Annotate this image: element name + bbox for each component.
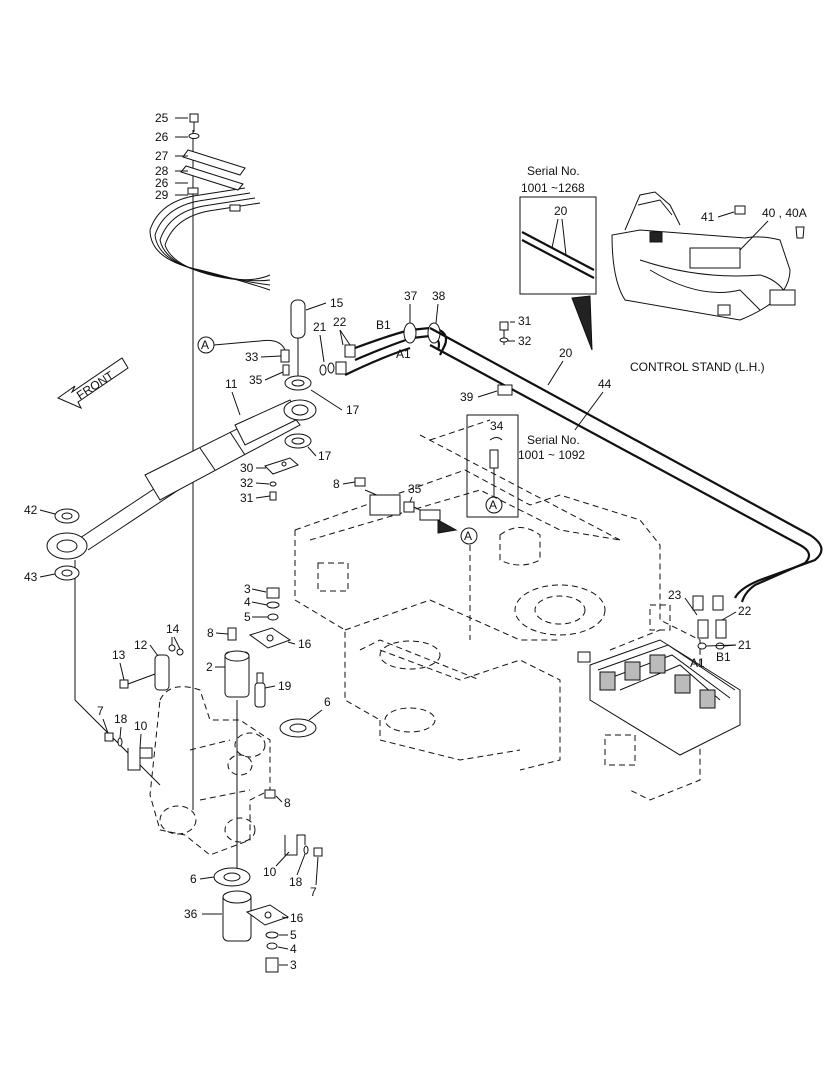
- upper-frame-dashed: [294, 419, 701, 801]
- label-13: 13: [112, 648, 126, 662]
- label-20-inset: 20: [554, 204, 568, 218]
- label-35-upper: 35: [249, 373, 263, 387]
- fittings-middle: A: [354, 477, 478, 545]
- label-6-lower: 6: [190, 872, 197, 886]
- label-32-top: 32: [518, 334, 532, 348]
- inset-serial-1092: A: [466, 414, 519, 518]
- serial-mid-line1: Serial No.: [527, 433, 580, 447]
- swing-bracket: [149, 686, 271, 856]
- label-40-40a: 40 , 40A: [762, 206, 807, 220]
- label-23: 23: [668, 588, 682, 602]
- label-4-upper: 4: [244, 595, 251, 609]
- pins-lower: [154, 650, 266, 942]
- label-36: 36: [184, 907, 198, 921]
- shims-6: [213, 718, 317, 887]
- washers-42-43: [54, 508, 80, 581]
- label-39: 39: [460, 390, 474, 404]
- label-21-lower: 21: [738, 638, 752, 652]
- label-5-lower: 5: [290, 928, 297, 942]
- label-3-upper: 3: [244, 582, 251, 596]
- label-3-lower: 3: [290, 958, 297, 972]
- label-17-upper: 17: [346, 403, 360, 417]
- label-38: 38: [432, 289, 446, 303]
- port-a1-upper: A1: [396, 347, 411, 361]
- label-8-lower: 8: [284, 796, 291, 810]
- label-10-left: 10: [134, 719, 148, 733]
- label-25: 25: [155, 111, 169, 125]
- label-26-top: 26: [155, 130, 169, 144]
- label-31-top: 31: [518, 314, 532, 328]
- label-31-mid: 31: [240, 491, 254, 505]
- inset-serial-1268: [519, 196, 597, 351]
- pipe-lines-20-44: [429, 321, 823, 603]
- ref-a-inset: A: [489, 498, 497, 512]
- label-34: 34: [490, 419, 504, 433]
- plates-16-and-bolts: [245, 587, 292, 973]
- label-8-upper: 8: [207, 626, 214, 640]
- label-7-right: 7: [310, 885, 317, 899]
- swing-cylinder: [46, 399, 317, 786]
- label-19: 19: [278, 679, 292, 693]
- port-b1-upper: B1: [376, 318, 391, 332]
- label-18-right: 18: [289, 875, 303, 889]
- serial-top-line2: 1001 ~1268: [521, 181, 585, 195]
- label-16-upper: 16: [298, 637, 312, 651]
- label-22-top: 22: [333, 315, 347, 329]
- pin-and-washers-15-17: [284, 299, 312, 449]
- label-41: 41: [701, 210, 715, 224]
- label-43: 43: [24, 570, 38, 584]
- label-26-bottom: 26: [155, 176, 169, 190]
- control-valve-block: [577, 595, 741, 756]
- label-33: 33: [245, 350, 259, 364]
- front-label: FRONT: [74, 368, 117, 403]
- part-number-labels: 25 26 27 28 26 29 15 21 22 37 38 B1 A1 3…: [24, 111, 807, 972]
- label-6-upper: 6: [324, 695, 331, 709]
- front-direction-arrow: FRONT: [56, 357, 129, 410]
- label-44: 44: [598, 377, 612, 391]
- label-7-left: 7: [97, 704, 104, 718]
- label-27: 27: [155, 149, 169, 163]
- label-17-lower: 17: [318, 449, 332, 463]
- label-28: 28: [155, 164, 169, 178]
- plate-30-group: [264, 457, 299, 501]
- label-22-lower: 22: [738, 604, 752, 618]
- control-stand-caption: CONTROL STAND (L.H.): [630, 360, 765, 374]
- label-5-upper: 5: [244, 610, 251, 624]
- label-42: 42: [24, 503, 38, 517]
- label-15: 15: [330, 296, 344, 310]
- clamp-assembly-top: [180, 113, 246, 212]
- label-10-right: 10: [263, 865, 277, 879]
- label-4-lower: 4: [290, 942, 297, 956]
- label-12: 12: [134, 638, 148, 652]
- label-8-mid: 8: [333, 477, 340, 491]
- serial-mid-line2: 1001 ~ 1092: [518, 448, 585, 462]
- hose-pair-37-38: [344, 322, 448, 376]
- port-a1-lower: A1: [690, 656, 705, 670]
- ref-a-middle: A: [464, 529, 472, 543]
- label-11: 11: [225, 377, 238, 391]
- label-30: 30: [240, 461, 254, 475]
- label-35-mid: 35: [408, 482, 422, 496]
- label-18-left: 18: [114, 712, 128, 726]
- label-16-lower: 16: [290, 911, 304, 925]
- label-37: 37: [404, 289, 418, 303]
- bolts-left-group: [104, 627, 323, 857]
- label-20-main: 20: [559, 346, 573, 360]
- label-14: 14: [166, 622, 180, 636]
- label-2: 2: [206, 660, 213, 674]
- label-29: 29: [155, 188, 169, 202]
- port-b1-lower: B1: [716, 650, 731, 664]
- serial-top-line1: Serial No.: [527, 164, 580, 178]
- control-stand-lh: [611, 191, 805, 321]
- hose-fittings-upper: A: [197, 336, 356, 376]
- ref-a-upper: A: [201, 338, 209, 352]
- label-21-top: 21: [313, 320, 327, 334]
- label-32-mid: 32: [240, 476, 254, 490]
